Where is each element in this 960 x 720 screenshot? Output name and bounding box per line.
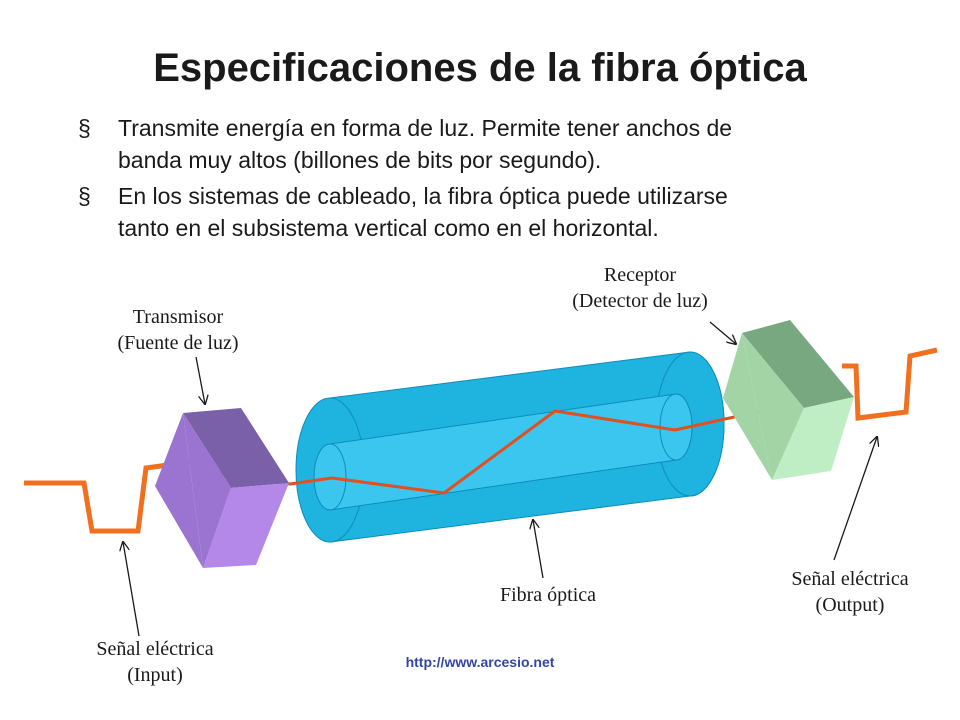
bullet-marker: §	[78, 115, 91, 141]
bullet-list: § Transmite energía en forma de luz. Per…	[78, 112, 878, 248]
fiber-label: Fibra óptica	[468, 582, 628, 608]
page-title: Especificaciones de la fibra óptica	[153, 46, 807, 90]
signal-input-label: Señal eléctrica (Input)	[60, 636, 250, 688]
transmitter-label: Transmisor (Fuente de luz)	[88, 304, 268, 356]
input-signal-wave	[24, 459, 191, 534]
signal-input-label-line: (Input)	[127, 664, 183, 686]
receiver-pointer-arrow	[709, 321, 736, 344]
bullet-item: § Transmite energía en forma de luz. Per…	[78, 112, 878, 176]
signal-output-pointer-arrow	[833, 437, 877, 561]
output-signal-wave	[842, 347, 938, 421]
transmitter-label-line: (Fuente de luz)	[117, 332, 239, 354]
signal-output-label-line: Señal eléctrica	[791, 568, 909, 590]
receiver-label-line: (Detector de luz)	[572, 290, 708, 312]
transmitter-cube	[155, 408, 289, 568]
signal-output-label: Señal eléctrica (Output)	[755, 566, 945, 618]
bullet-item: § En los sistemas de cableado, la fibra …	[78, 180, 878, 244]
footer-url: http://www.arcesio.net	[405, 654, 555, 670]
signal-input-label-line: Señal eléctrica	[96, 638, 214, 660]
transmitter-label-line: Transmisor	[132, 306, 224, 328]
fiber-label-line: Fibra óptica	[499, 584, 597, 606]
fiber-cylinder	[295, 351, 725, 543]
bullet-text-line: banda muy altos (billones de bits por se…	[118, 147, 602, 173]
signal-input-pointer-arrow	[123, 542, 140, 637]
bullet-text-line: tanto en el subsistema vertical como en …	[118, 215, 659, 241]
bullet-marker: §	[78, 183, 91, 209]
transmitter-pointer-arrow	[195, 356, 205, 404]
signal-output-label-line: (Output)	[815, 594, 885, 616]
fiber-pointer-arrow	[533, 520, 544, 579]
receiver-cube	[723, 320, 854, 480]
receiver-label: Receptor (Detector de luz)	[540, 262, 740, 314]
bullet-text-line: Transmite energía en forma de luz. Permi…	[118, 115, 733, 141]
bullet-text-line: En los sistemas de cableado, la fibra óp…	[118, 183, 728, 209]
receiver-label-line: Receptor	[603, 264, 677, 286]
